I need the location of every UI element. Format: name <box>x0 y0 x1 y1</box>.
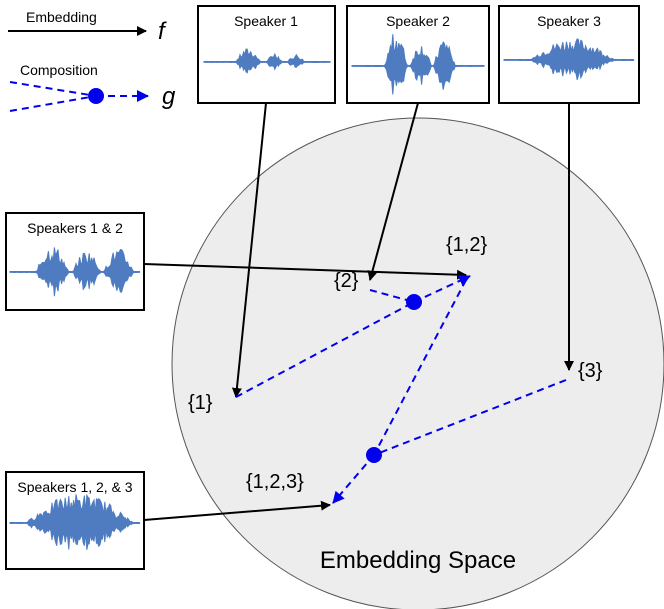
composition-edge-12-node <box>373 279 467 456</box>
point-label-2: {2} <box>334 270 359 292</box>
legend-embedding-label: Embedding <box>26 9 97 25</box>
waveform-speaker-1 <box>203 48 331 74</box>
legend-composition-node <box>88 88 104 104</box>
speaker-box-1: Speaker 1 <box>197 5 336 104</box>
composition-edge-1-node <box>235 301 415 398</box>
speaker-box-title: Speaker 1 <box>234 13 298 29</box>
composition-edge-node-123 <box>332 454 375 504</box>
embedding-space-label: Embedding Space <box>320 547 516 574</box>
speaker-box-1-2-3: Speakers 1, 2, & 3 <box>5 471 145 570</box>
speaker-box-title: Speaker 3 <box>537 13 601 29</box>
waveform-speakers-1-2 <box>9 247 141 297</box>
speaker-box-1-2: Speakers 1 & 2 <box>5 212 145 311</box>
legend-embedding-symbol: f <box>158 18 167 45</box>
speaker-box-title: Speaker 2 <box>386 13 450 29</box>
legend-composition-symbol: g <box>162 83 176 110</box>
point-label-123: {1,2,3} <box>246 471 304 493</box>
embedding-arrow-speaker-1 <box>231 102 267 398</box>
composition-node-12 <box>406 294 422 310</box>
embedding-space <box>171 117 664 609</box>
composition-edge-3-node <box>373 379 567 456</box>
legend-composition-label: Composition <box>20 62 98 78</box>
point-label-12: {1,2} <box>446 234 487 256</box>
speaker-box-title: Speakers 1, 2, & 3 <box>17 479 132 495</box>
waveform-speaker-2 <box>351 34 485 95</box>
legend: Embedding f Composition g <box>8 9 176 112</box>
speaker-box-2: Speaker 2 <box>346 5 490 104</box>
waveform-speakers-1-2-3 <box>9 493 141 550</box>
composition-node-123 <box>366 447 382 463</box>
point-label-3: {3} <box>578 360 603 382</box>
waveform-speaker-3 <box>503 38 635 81</box>
legend-composition-in-1 <box>9 81 97 97</box>
embedding-arrow-speaker-2 <box>367 102 419 281</box>
legend-composition-in-2 <box>9 95 97 112</box>
speaker-box-title: Speakers 1 & 2 <box>27 220 123 236</box>
point-label-1: {1} <box>188 392 213 414</box>
speaker-box-3: Speaker 3 <box>498 5 640 104</box>
embedding-arrow-speakers-1-2-3 <box>143 500 331 521</box>
embedding-arrow-speakers-1-2 <box>143 263 467 280</box>
composition-edge-node-12 <box>413 275 471 303</box>
